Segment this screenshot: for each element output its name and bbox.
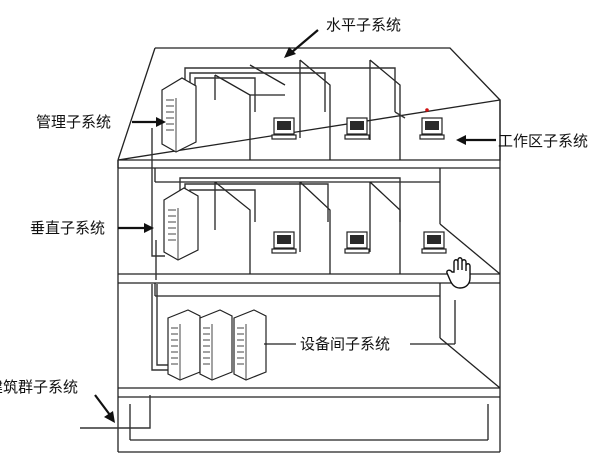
floor-slab-middle [118,223,501,284]
leader-management [132,117,166,127]
leader-horizontal [284,29,319,58]
label-horizontal-subsystem: 水平子系统 [326,16,401,34]
floor-slab-lower [118,337,501,398]
label-campus-subsystem: 建筑群子系统 [0,378,78,396]
horizontal-cabling-top [184,67,406,119]
building-outline [117,47,501,453]
computer-icon [419,108,445,140]
equipment-rack-2 [199,309,233,381]
label-vertical-subsystem: 垂直子系统 [30,219,105,237]
partitions-middle-floor [214,181,401,274]
leader-vertical [118,223,154,233]
equipment-rack-1 [167,309,201,381]
leader-campus [94,394,115,423]
cabinet-middle-floor [163,187,199,261]
computer-icon [271,231,297,254]
horizontal-cabling-middle [179,177,401,222]
vertical-backbone [80,128,170,429]
computer-icon [421,231,447,254]
equipment-rack-3 [233,309,267,381]
label-equipment-subsystem: 设备间子系统 [300,335,390,353]
computer-icon [271,117,297,140]
cabinet-top-floor [161,77,197,153]
basement [118,404,500,453]
leader-equipment [264,300,456,345]
partitions-top-floor [214,59,401,160]
label-workarea-subsystem: 工作区子系统 [498,132,588,150]
hand-cursor-icon [446,257,471,289]
computer-icon [344,231,370,254]
computer-icon [344,117,370,140]
label-management-subsystem: 管理子系统 [36,113,111,131]
leader-workarea [456,135,496,145]
